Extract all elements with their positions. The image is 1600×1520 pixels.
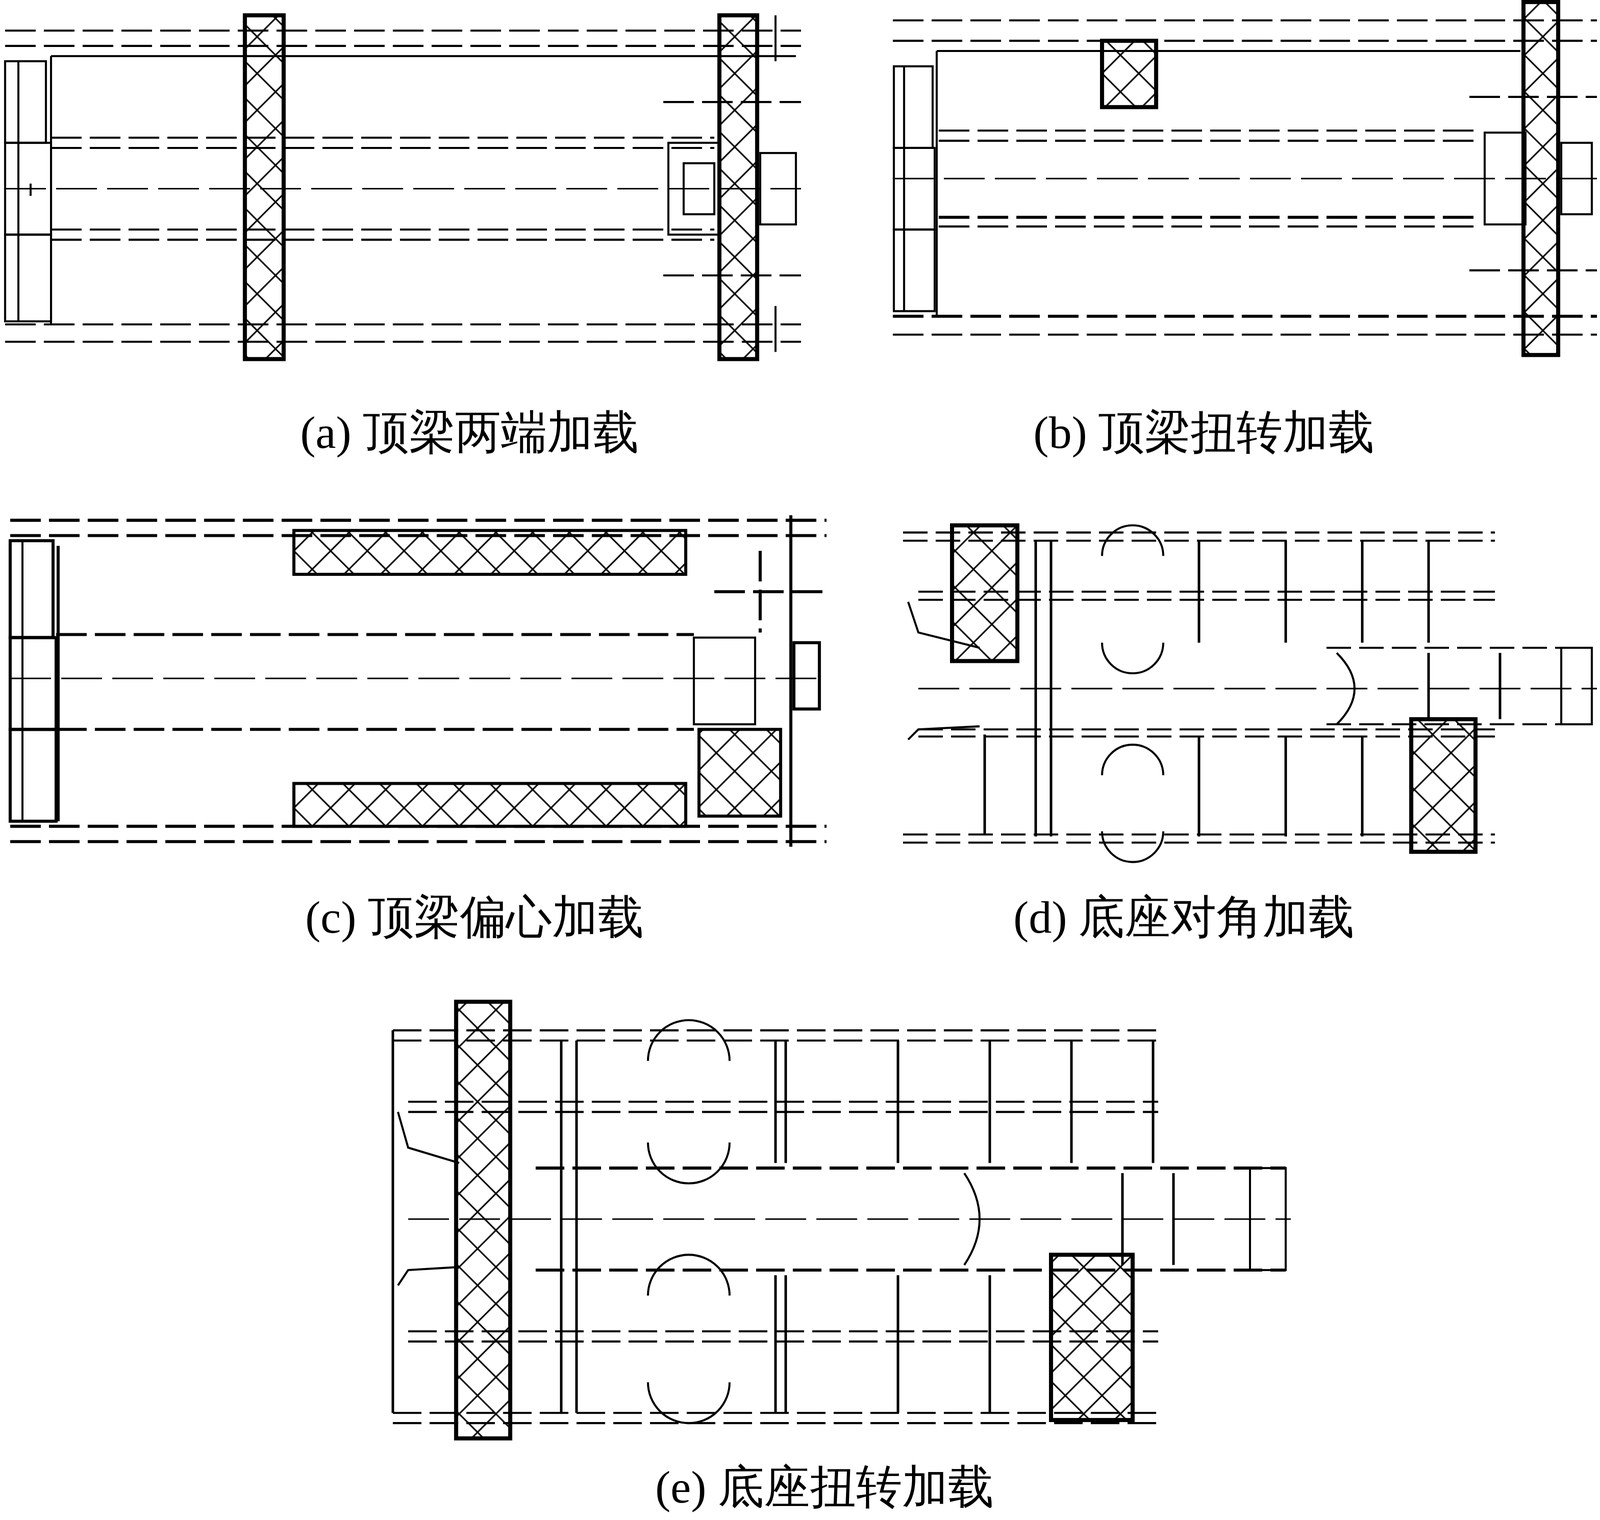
- subfigure-caption: (a) 顶梁两端加载: [300, 407, 639, 458]
- subfigure-caption: (e) 底座扭转加载: [655, 1462, 994, 1513]
- panel-b: [893, 2, 1597, 355]
- subfigure-caption: (d) 底座对角加载: [1013, 892, 1355, 943]
- panel-e: [393, 1002, 1291, 1439]
- subfigure-caption: (c) 顶梁偏心加载: [305, 892, 644, 943]
- subfigure-caption: (b) 顶梁扭转加载: [1033, 407, 1375, 458]
- panel-c: [10, 515, 827, 847]
- panel-d: [903, 525, 1597, 863]
- panel-a: [5, 15, 801, 360]
